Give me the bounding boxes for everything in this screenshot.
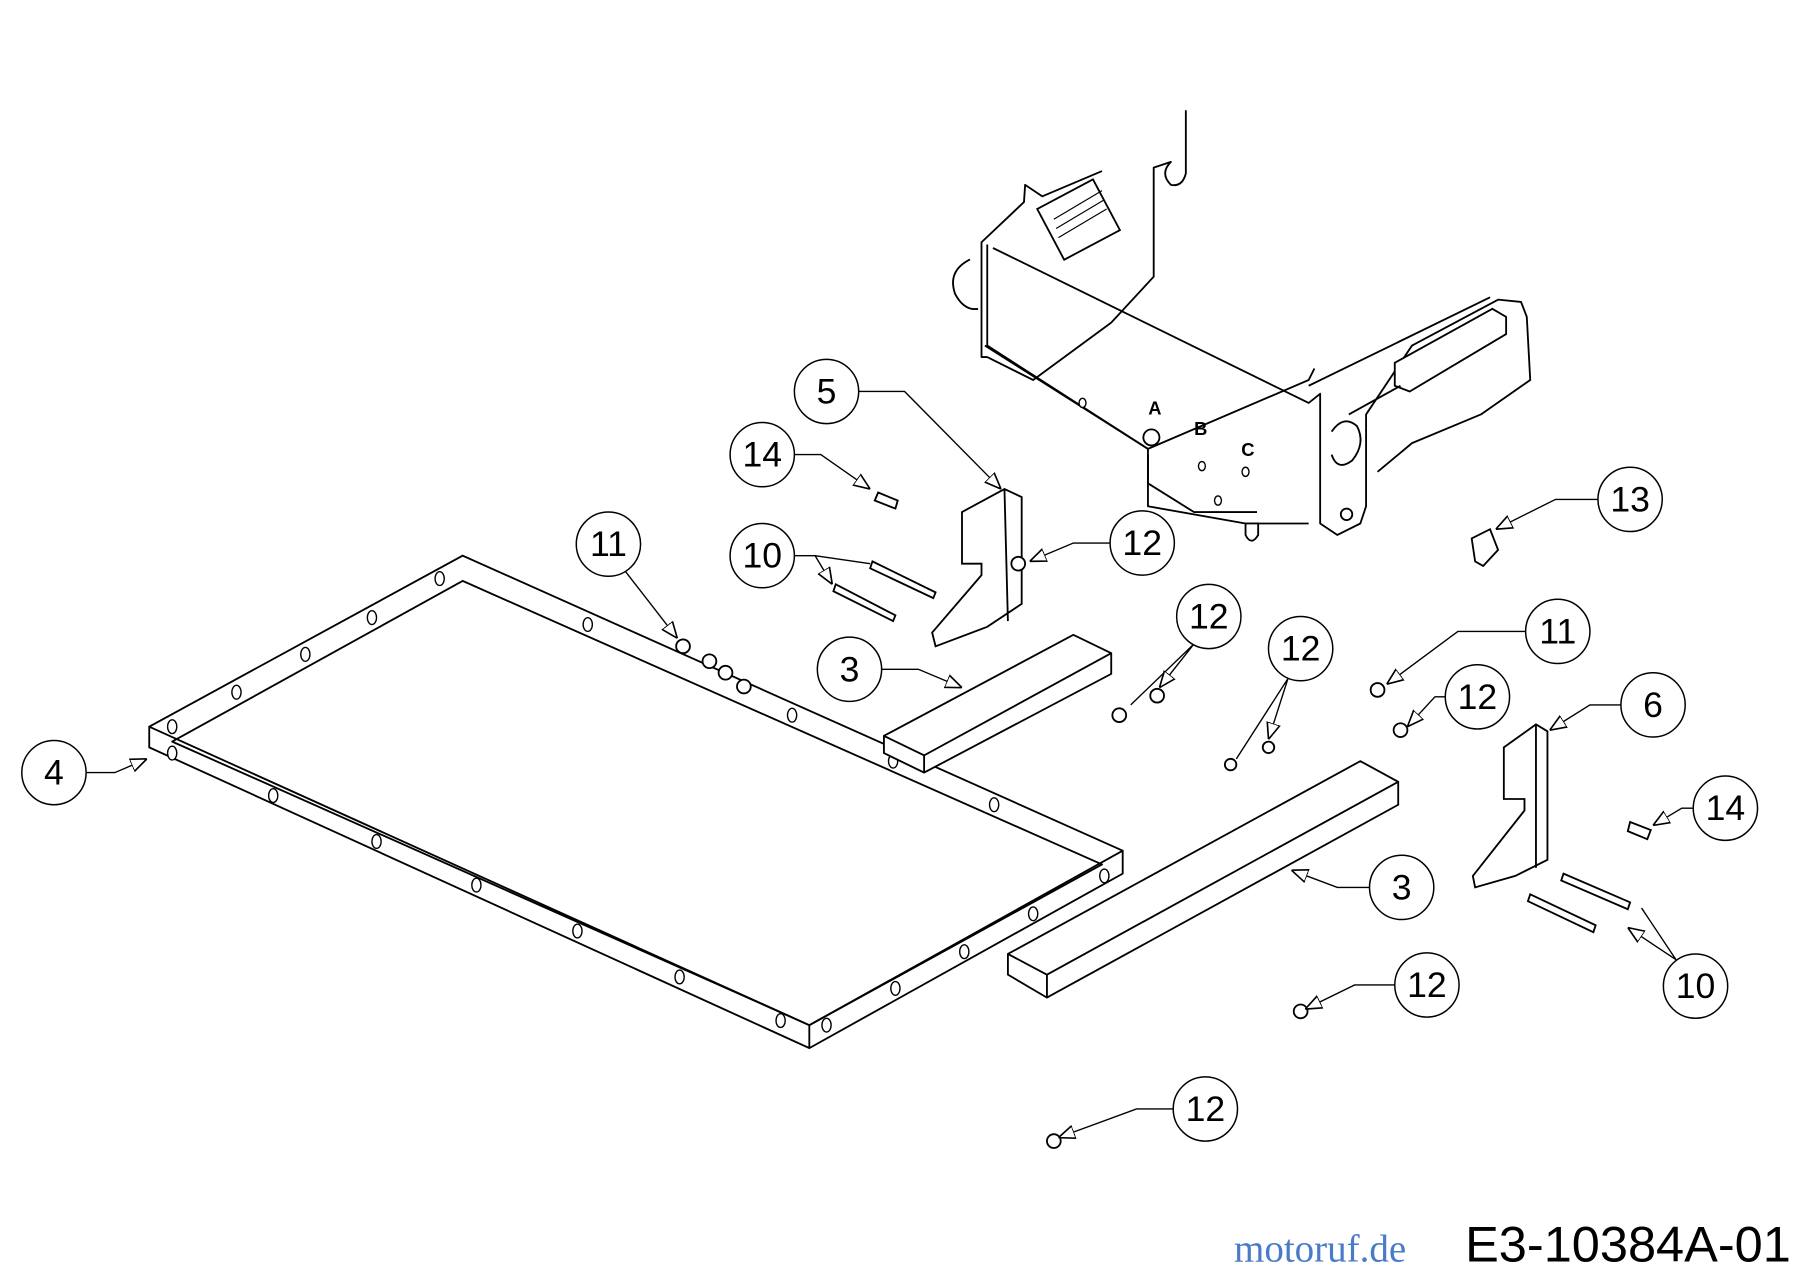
callout-11: 11 <box>575 511 642 578</box>
svg-text:13: 13 <box>1610 479 1650 519</box>
nut-12 <box>1010 555 1027 572</box>
nut-12 <box>1292 1003 1309 1020</box>
callout-4: 4 <box>21 739 87 806</box>
svg-text:4: 4 <box>44 753 64 793</box>
callout-14: 14 <box>1692 775 1759 842</box>
svg-text:12: 12 <box>1407 965 1447 1005</box>
watermark: motoruf.de <box>1234 1228 1406 1271</box>
callouts: 5 14 10 11 12 13 12 12 11 12 6 3 4 14 3 … <box>21 358 1759 1142</box>
svg-text:10: 10 <box>1676 966 1716 1006</box>
callout-3: 3 <box>816 636 883 703</box>
svg-text:10: 10 <box>742 536 782 576</box>
callout-14: 14 <box>729 421 796 488</box>
nut-12 <box>1392 722 1409 738</box>
hex-nut <box>1339 507 1354 521</box>
nut-12 <box>1223 757 1238 772</box>
seat-adjuster-bracket: A B C <box>952 110 1532 542</box>
screw-14-top <box>873 491 899 510</box>
callout-12: 12 <box>1109 510 1176 576</box>
svg-text:11: 11 <box>590 524 627 564</box>
frame-holes <box>166 571 1110 1033</box>
screw-14-right <box>1626 820 1652 841</box>
rail-front <box>1006 760 1400 999</box>
svg-text:6: 6 <box>1643 685 1663 725</box>
svg-text:12: 12 <box>1458 677 1498 717</box>
bolt-10 <box>869 560 937 600</box>
side-bracket-right <box>1471 723 1549 889</box>
svg-text:5: 5 <box>817 371 837 411</box>
position-letter-b: B <box>1194 418 1207 439</box>
hex-nut <box>1142 428 1161 447</box>
callout-10: 10 <box>1662 953 1729 1020</box>
position-letter-a: A <box>1148 397 1161 418</box>
callout-10: 10 <box>729 522 796 589</box>
svg-text:3: 3 <box>840 649 860 689</box>
carriage-bolt-11 <box>1369 682 1386 698</box>
callout-6: 6 <box>1620 671 1686 738</box>
carriage-bolt-11 <box>675 638 691 655</box>
bolt-10 <box>1526 893 1597 934</box>
callout-3: 3 <box>1368 854 1435 921</box>
svg-text:14: 14 <box>742 435 782 475</box>
position-letter-c: C <box>1241 439 1254 460</box>
callout-12: 12 <box>1175 583 1242 650</box>
nut-12 <box>1111 707 1128 724</box>
nut-12 <box>1046 1133 1062 1149</box>
svg-text:3: 3 <box>1392 867 1412 907</box>
callout-12: 12 <box>1444 663 1511 730</box>
svg-text:12: 12 <box>1122 523 1162 563</box>
rail-rear <box>883 633 1113 774</box>
svg-text:12: 12 <box>1281 629 1321 669</box>
knob-13 <box>1470 527 1500 568</box>
callout-5: 5 <box>793 358 860 425</box>
svg-text:11: 11 <box>1539 611 1576 651</box>
bolt-10 <box>832 583 897 623</box>
seat-tray-frame <box>148 554 1124 1050</box>
side-bracket-left <box>931 488 1023 648</box>
bolt-10 <box>1560 872 1632 911</box>
figure-id: E3-10384A-01 <box>1465 1216 1791 1272</box>
callout-11: 11 <box>1524 598 1591 665</box>
callout-12: 12 <box>1394 952 1460 1018</box>
callout-12: 12 <box>1172 1076 1239 1142</box>
svg-text:12: 12 <box>1186 1089 1226 1129</box>
svg-text:14: 14 <box>1706 788 1746 828</box>
callout-12: 12 <box>1267 615 1334 682</box>
callout-13: 13 <box>1597 466 1663 533</box>
svg-text:12: 12 <box>1189 596 1229 636</box>
